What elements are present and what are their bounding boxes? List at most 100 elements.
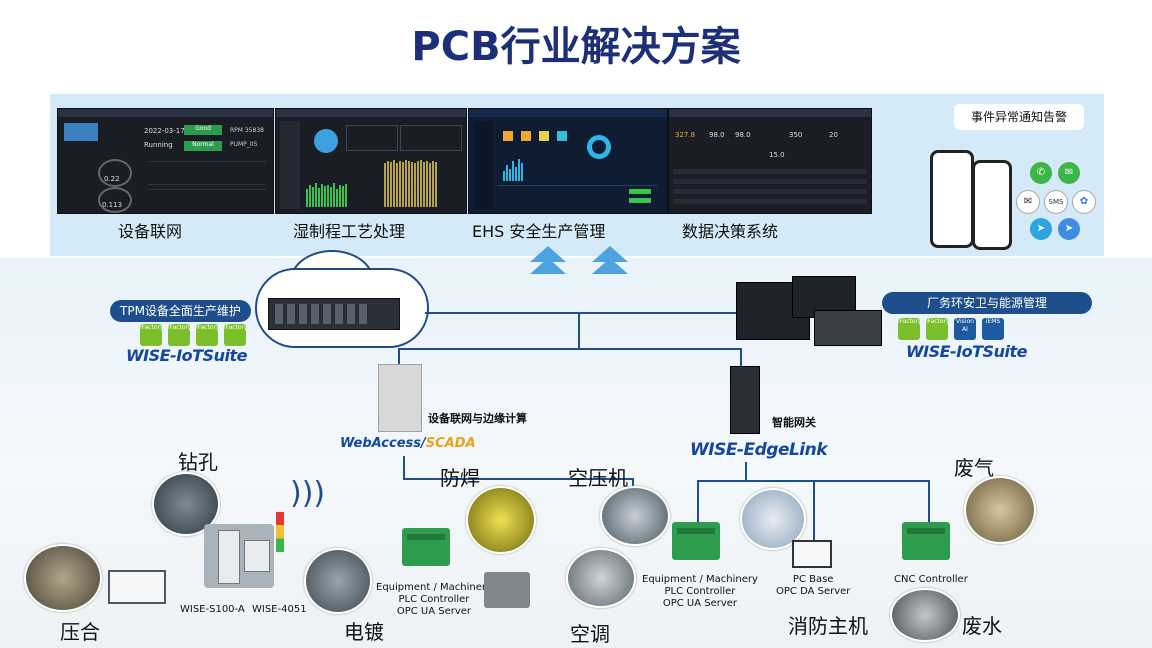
network-line	[740, 348, 742, 368]
line-icon: ✆	[1030, 162, 1052, 184]
wechat-icon: ✉	[1058, 162, 1080, 184]
edgelink-gateway-icon	[730, 366, 760, 434]
alarm-icon	[503, 131, 513, 141]
kpi-box	[400, 125, 462, 151]
machine-image	[64, 123, 98, 141]
status-running: Running	[144, 141, 173, 149]
notification-label: 事件异常通知告警	[954, 104, 1084, 130]
iems-badge: iEMS	[982, 318, 1004, 340]
edgelink-label: 智能网关	[772, 414, 816, 430]
phone-icon	[972, 160, 1012, 250]
tpm-label: TPM设备全面生产维护	[110, 300, 251, 322]
plc-icon	[902, 522, 950, 560]
alarm-icon	[521, 131, 531, 141]
network-line	[578, 312, 580, 348]
upload-arrow-icon	[592, 258, 628, 274]
chart-cyan-bars	[503, 155, 523, 181]
site-label-compressor: 空压机	[568, 462, 628, 491]
eq1-line-1: Equipment / Machinery	[376, 582, 492, 594]
dash-value-1: 0.22	[104, 175, 120, 183]
status-bar	[629, 189, 651, 194]
machinery-icon	[484, 572, 530, 608]
chart-green-bars	[306, 177, 347, 207]
gauge-icon	[314, 129, 338, 153]
dashboard-device-networking: 2022-03-17 09:25:36 Good Running Normal …	[57, 108, 274, 214]
network-line	[813, 480, 815, 540]
ifactory-badge: iFactory	[196, 324, 218, 346]
kpi-value: 98.0	[735, 131, 751, 139]
eq2-line-2: PLC Controller	[642, 586, 758, 598]
wifi-icon: )))	[290, 476, 325, 511]
dashboard-label-2: 湿制程工艺处理	[293, 218, 405, 242]
side-menu	[280, 121, 300, 209]
upload-arrow-icon	[530, 258, 566, 274]
donut-chart-icon	[587, 135, 611, 159]
kpi-value: 15.0	[769, 151, 785, 159]
ac-photo	[566, 548, 636, 608]
webaccess-label: 设备联网与边缘计算	[428, 410, 527, 426]
wise-s100a-icon	[218, 530, 240, 584]
status-bar	[629, 198, 651, 203]
network-line	[745, 462, 747, 480]
eq1-label: Equipment / Machinery PLC Controller OPC…	[376, 582, 492, 618]
wecom-icon: ✿	[1072, 190, 1096, 214]
eq2-line-1: Equipment / Machinery	[642, 574, 758, 586]
data-table	[673, 169, 867, 209]
dashboard-wet-process	[275, 108, 467, 214]
site-label-ac: 空调	[570, 618, 610, 647]
plc-icon	[672, 522, 720, 560]
ifactory-badge: iFactory	[168, 324, 190, 346]
site-label-wastewater: 废水	[962, 610, 1002, 639]
edge-gateway-icon	[378, 364, 422, 432]
compressor-photo	[600, 486, 670, 546]
webaccess-logo-b: SCADA	[426, 436, 476, 451]
server-icon	[268, 298, 400, 330]
cnc-label: CNC Controller	[894, 574, 968, 586]
network-line	[697, 480, 699, 522]
wise-4051-icon	[244, 540, 270, 572]
page-title: PCB行业解决方案	[0, 14, 1152, 72]
email-icon: ✉	[1016, 190, 1040, 214]
plating-photo	[304, 548, 372, 614]
wise-iotsuite-logo: WISE-IoTSuite	[126, 346, 247, 365]
dashboard-ehs	[468, 108, 668, 214]
ifactory-badge: iFactory	[140, 324, 162, 346]
network-line	[928, 480, 930, 522]
device-label-4051: WISE-4051	[252, 604, 307, 616]
dash-rpm: RPM 35838	[230, 127, 264, 134]
wise-edgelink-logo: WISE-EdgeLink	[690, 440, 827, 460]
kpi-box	[346, 125, 398, 151]
telegram-icon: ➤	[1030, 218, 1052, 240]
alarm-icon	[557, 131, 567, 141]
vision-ai-badge: Vision AI	[954, 318, 976, 340]
eq2-label: Equipment / Machinery PLC Controller OPC…	[642, 574, 758, 610]
pc-base-label: PC Base OPC DA Server	[776, 574, 850, 598]
eq1-line-2: PLC Controller	[376, 594, 492, 606]
network-line	[403, 456, 405, 478]
kpi-value: 350	[789, 131, 802, 139]
pc-base-line-1: PC Base	[776, 574, 850, 586]
site-label-drill: 钻孔	[178, 446, 218, 475]
site-label-plating: 电镀	[344, 616, 384, 645]
alarm-icon	[539, 131, 549, 141]
trend-panel	[148, 189, 266, 210]
press-photo	[24, 544, 102, 612]
trend-panel	[148, 161, 266, 185]
side-menu	[473, 121, 493, 209]
signal-tower-icon	[276, 512, 284, 552]
ehs-mgmt-label: 厂务环安卫与能源管理	[882, 292, 1092, 314]
device-label-s100a: WISE-S100-A	[180, 604, 245, 616]
phone-icon	[930, 150, 974, 248]
kpi-value: 20	[829, 131, 838, 139]
sms-icon: SMS	[1044, 190, 1068, 214]
kpi-value: 327.8	[675, 131, 695, 139]
network-line	[398, 348, 740, 350]
gauge-icon	[98, 187, 132, 213]
dash-value-2: 0.113	[102, 201, 122, 209]
eq2-line-3: OPC UA Server	[642, 598, 758, 610]
webaccess-logo: WebAccess/SCADA	[340, 436, 476, 451]
wise-iotsuite-logo: WISE-IoTSuite	[906, 342, 1027, 361]
dash-pump: PUMP_05	[230, 141, 257, 148]
ifactory-badge: iFactory	[926, 318, 948, 340]
status-normal: Normal	[184, 141, 222, 151]
